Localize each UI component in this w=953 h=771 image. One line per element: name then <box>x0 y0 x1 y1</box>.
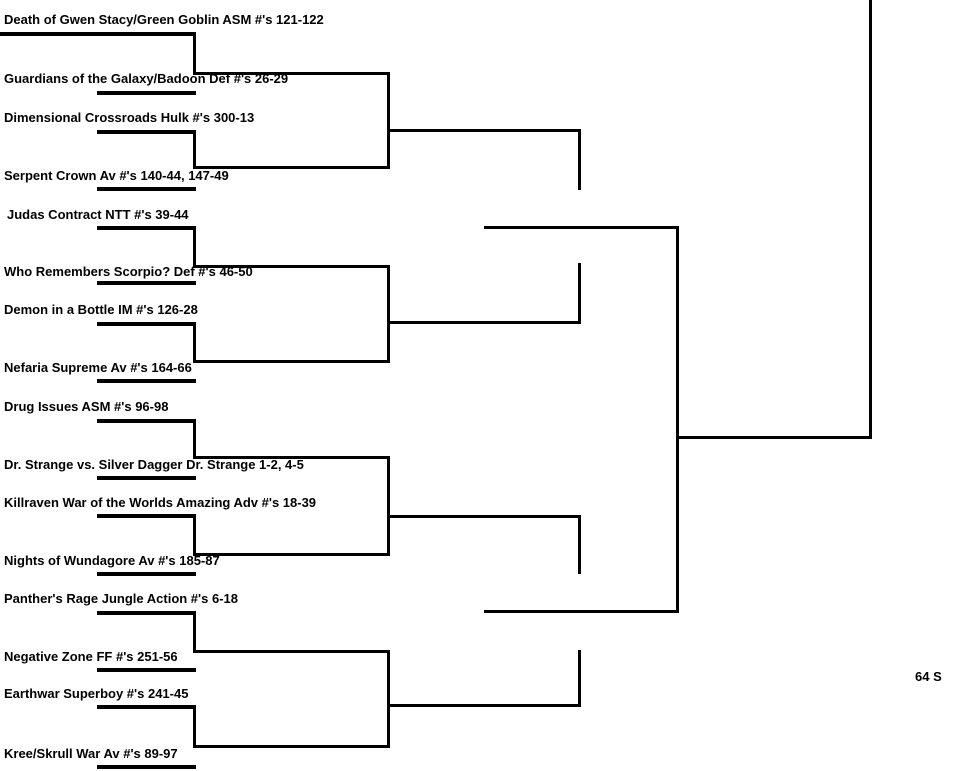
bracket-entry-label: Demon in a Bottle IM #'s 126-28 <box>4 302 198 317</box>
bracket-entry-underline <box>97 668 196 672</box>
bracket-entry-label: Judas Contract NTT #'s 39-44 <box>7 207 189 222</box>
bracket-entry-underline <box>97 765 196 769</box>
bracket-entry-underline <box>97 91 196 95</box>
bracket-entry-underline <box>97 611 196 615</box>
round3-line-a <box>387 129 581 132</box>
round2-line-5 <box>193 456 390 459</box>
bracket-entry-label: Negative Zone FF #'s 251-56 <box>4 649 178 664</box>
round2-line-8 <box>193 745 390 748</box>
bracket-entry-underline <box>97 572 196 576</box>
bracket-entry-underline <box>97 419 196 423</box>
round2-line-4 <box>193 360 390 363</box>
round2-line-7 <box>193 650 390 653</box>
match6-drop <box>193 514 196 556</box>
round3-stub-a <box>578 129 581 190</box>
match2-drop <box>193 130 196 169</box>
match4-drop <box>193 322 196 363</box>
round3-line-c <box>387 515 581 518</box>
bracket-entry-underline <box>97 514 196 518</box>
bracket-entry-label: Serpent Crown Av #'s 140-44, 147-49 <box>4 168 229 183</box>
bracket-entry-underline <box>97 379 196 383</box>
bracket-entry-underline <box>0 32 196 36</box>
match5-drop <box>193 419 196 459</box>
bracket-entry-underline <box>97 130 196 134</box>
round4-line-lower <box>484 610 679 613</box>
round2-line-2 <box>193 166 390 169</box>
group-d-vertical <box>387 650 390 748</box>
bracket-entry-underline <box>97 281 196 285</box>
bracket-entry-underline <box>97 705 196 709</box>
match3-drop <box>193 226 196 268</box>
bracket-entry-underline <box>97 187 196 191</box>
bracket-entry-label: Death of Gwen Stacy/Green Goblin ASM #'s… <box>4 12 324 27</box>
bracket-entry-label: Nefaria Supreme Av #'s 164-66 <box>4 360 192 375</box>
bracket-entry-label: Drug Issues ASM #'s 96-98 <box>4 399 169 414</box>
bracket-entry-label: Kree/Skrull War Av #'s 89-97 <box>4 746 178 761</box>
bracket-entry-underline <box>97 226 196 230</box>
group-a-vertical <box>387 72 390 169</box>
match8-drop <box>193 705 196 748</box>
round2-line-6 <box>193 553 390 556</box>
round2-line-1 <box>193 72 390 75</box>
bracket-entry-label: Killraven War of the Worlds Amazing Adv … <box>4 495 317 510</box>
bracket-entry-underline <box>97 322 196 326</box>
match1-drop <box>193 32 196 75</box>
round3-line-d <box>387 704 581 707</box>
bracket-entry-label: Who Remembers Scorpio? Def #'s 46-50 <box>4 264 253 279</box>
final-line <box>676 436 872 439</box>
semifinal-vertical <box>676 226 679 613</box>
bracket-entry-label: Dr. Strange vs. Silver Dagger Dr. Strang… <box>4 457 304 472</box>
round2-line-3 <box>193 265 390 268</box>
round3-stub-c <box>578 515 581 574</box>
bracket-entry-label: Guardians of the Galaxy/Badoon Def #'s 2… <box>4 71 289 86</box>
group-c-vertical <box>387 456 390 556</box>
bracket-entry-underline <box>97 476 196 480</box>
bracket-entry-label: Panther's Rage Jungle Action #'s 6-18 <box>4 591 238 606</box>
bracket-entry-label: Dimensional Crossroads Hulk #'s 300-13 <box>4 110 255 125</box>
bracket-entry-label: Earthwar Superboy #'s 241-45 <box>4 686 189 701</box>
group-b-vertical <box>387 265 390 363</box>
champion-vertical <box>869 0 872 439</box>
round4-line-upper <box>484 226 679 229</box>
round3-stub-b <box>578 263 581 324</box>
round3-line-b <box>387 321 581 324</box>
round3-stub-d <box>578 650 581 707</box>
match7-drop <box>193 611 196 653</box>
bracket-entry-label: Nights of Wundagore Av #'s 185-87 <box>4 553 220 568</box>
seed-count-label: 64 S <box>915 669 942 684</box>
